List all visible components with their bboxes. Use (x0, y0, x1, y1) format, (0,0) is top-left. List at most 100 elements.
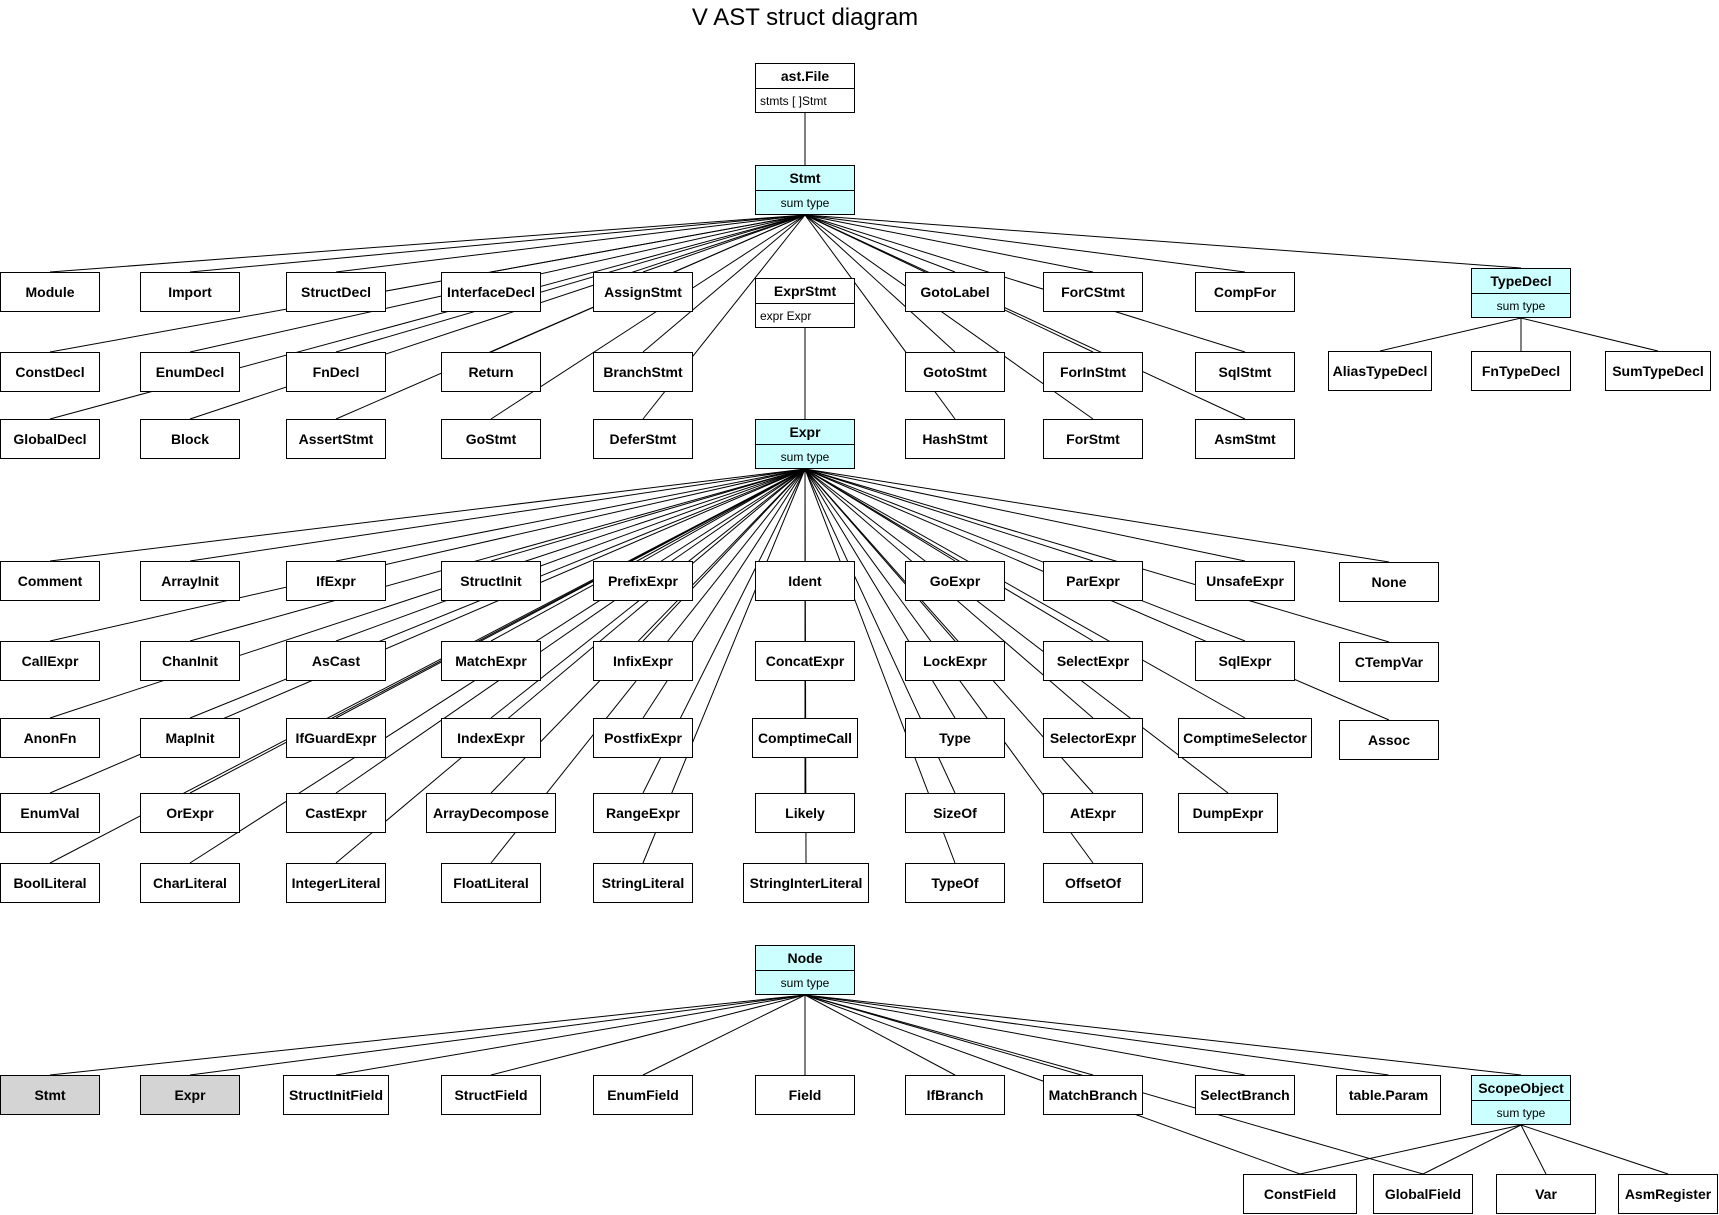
node-anonFn[interactable]: AnonFn (0, 718, 100, 758)
node-tableParam[interactable]: table.Param (1336, 1075, 1441, 1115)
node-ifExpr[interactable]: IfExpr (286, 561, 386, 601)
node-structInitField[interactable]: StructInitField (283, 1075, 389, 1115)
node-boolLiteral[interactable]: BoolLiteral (0, 863, 100, 903)
node-forInStmt[interactable]: ForInStmt (1043, 352, 1143, 392)
node-assoc[interactable]: Assoc (1339, 720, 1439, 760)
node-asCast[interactable]: AsCast (286, 641, 386, 681)
node-none[interactable]: None (1339, 562, 1439, 602)
node-selectExpr[interactable]: SelectExpr (1043, 641, 1143, 681)
node-assertStmt[interactable]: AssertStmt (286, 419, 386, 459)
node-likely[interactable]: Likely (755, 793, 855, 833)
edge-scopeObject-to-globalField (1422, 1124, 1522, 1175)
node-parExpr[interactable]: ParExpr (1043, 561, 1143, 601)
node-typeOf[interactable]: TypeOf (905, 863, 1005, 903)
node-sqlStmt[interactable]: SqlStmt (1195, 352, 1295, 392)
node-globalField[interactable]: GlobalField (1373, 1174, 1473, 1214)
node-rangeExpr[interactable]: RangeExpr (593, 793, 693, 833)
node-unsafeExpr[interactable]: UnsafeExpr (1195, 561, 1295, 601)
node-nStmt[interactable]: Stmt (0, 1075, 100, 1115)
node-structDecl[interactable]: StructDecl (286, 272, 386, 312)
node-nExpr[interactable]: Expr (140, 1075, 240, 1115)
edge-node-to-tableParam (804, 994, 1389, 1076)
node-postfixExpr[interactable]: PostfixExpr (593, 718, 693, 758)
node-module[interactable]: Module (0, 272, 100, 312)
node-dumpExpr[interactable]: DumpExpr (1178, 793, 1278, 833)
node-comment[interactable]: Comment (0, 561, 100, 601)
node-comptimeCall[interactable]: ComptimeCall (752, 718, 858, 758)
node-globalDecl[interactable]: GlobalDecl (0, 419, 100, 459)
node-var[interactable]: Var (1496, 1174, 1596, 1214)
node-ifBranch[interactable]: IfBranch (905, 1075, 1005, 1115)
node-ifGuardExpr[interactable]: IfGuardExpr (286, 718, 386, 758)
node-forStmt[interactable]: ForStmt (1043, 419, 1143, 459)
node-assignStmt[interactable]: AssignStmt (593, 272, 693, 312)
node-type[interactable]: Type (905, 718, 1005, 758)
node-matchBranch[interactable]: MatchBranch (1043, 1075, 1143, 1115)
node-gotoLabel[interactable]: GotoLabel (905, 272, 1005, 312)
node-arrayDecompose[interactable]: ArrayDecompose (426, 793, 556, 833)
node-enumVal[interactable]: EnumVal (0, 793, 100, 833)
node-atExpr[interactable]: AtExpr (1043, 793, 1143, 833)
node-goStmt[interactable]: GoStmt (441, 419, 541, 459)
node-import[interactable]: Import (140, 272, 240, 312)
node-aliasTypeDecl[interactable]: AliasTypeDecl (1328, 351, 1432, 391)
node-selectBranch[interactable]: SelectBranch (1195, 1075, 1295, 1115)
node-name: AsCast (311, 653, 361, 669)
node-interfaceDecl[interactable]: InterfaceDecl (441, 272, 541, 312)
node-indexExpr[interactable]: IndexExpr (441, 718, 541, 758)
node-structField[interactable]: StructField (441, 1075, 541, 1115)
node-structInit[interactable]: StructInit (441, 561, 541, 601)
node-fnDecl[interactable]: FnDecl (286, 352, 386, 392)
node-callExpr[interactable]: CallExpr (0, 641, 100, 681)
node-mapInit[interactable]: MapInit (140, 718, 240, 758)
node-forCStmt[interactable]: ForCStmt (1043, 272, 1143, 312)
node-sqlExpr[interactable]: SqlExpr (1195, 641, 1295, 681)
node-asmStmt[interactable]: AsmStmt (1195, 419, 1295, 459)
edge-node-to-scopeObject (804, 994, 1522, 1076)
node-deferStmt[interactable]: DeferStmt (593, 419, 693, 459)
node-sizeOf[interactable]: SizeOf (905, 793, 1005, 833)
node-orExpr[interactable]: OrExpr (140, 793, 240, 833)
node-enumField[interactable]: EnumField (593, 1075, 693, 1115)
node-chanInit[interactable]: ChanInit (140, 641, 240, 681)
node-hashStmt[interactable]: HashStmt (905, 419, 1005, 459)
node-concatExpr[interactable]: ConcatExpr (755, 641, 855, 681)
node-floatLiteral[interactable]: FloatLiteral (441, 863, 541, 903)
node-arrayInit[interactable]: ArrayInit (140, 561, 240, 601)
node-field[interactable]: Field (755, 1075, 855, 1115)
node-constField[interactable]: ConstField (1243, 1174, 1357, 1214)
node-goExpr[interactable]: GoExpr (905, 561, 1005, 601)
node-offsetOf[interactable]: OffsetOf (1043, 863, 1143, 903)
node-infixExpr[interactable]: InfixExpr (593, 641, 693, 681)
node-asmRegister[interactable]: AsmRegister (1618, 1174, 1718, 1214)
node-stringLiteral[interactable]: StringLiteral (593, 863, 693, 903)
node-return[interactable]: Return (441, 352, 541, 392)
node-matchExpr[interactable]: MatchExpr (441, 641, 541, 681)
node-integerLiteral[interactable]: IntegerLiteral (286, 863, 386, 903)
node-stringInterLiteral[interactable]: StringInterLiteral (743, 863, 869, 903)
node-castExpr[interactable]: CastExpr (286, 793, 386, 833)
node-comptimeSelector[interactable]: ComptimeSelector (1178, 718, 1312, 758)
node-fnTypeDecl[interactable]: FnTypeDecl (1471, 351, 1571, 391)
node-branchStmt[interactable]: BranchStmt (593, 352, 693, 392)
node-compFor[interactable]: CompFor (1195, 272, 1295, 312)
edge-stmt-to-structDecl (335, 214, 806, 273)
node-charLiteral[interactable]: CharLiteral (140, 863, 240, 903)
node-sumTypeDecl[interactable]: SumTypeDecl (1605, 351, 1711, 391)
node-selectorExpr[interactable]: SelectorExpr (1043, 718, 1143, 758)
node-enumDecl[interactable]: EnumDecl (140, 352, 240, 392)
node-ident[interactable]: Ident (755, 561, 855, 601)
node-constDecl[interactable]: ConstDecl (0, 352, 100, 392)
node-gotoStmt[interactable]: GotoStmt (905, 352, 1005, 392)
node-block[interactable]: Block (140, 419, 240, 459)
node-lockExpr[interactable]: LockExpr (905, 641, 1005, 681)
node-cTempVar[interactable]: CTempVar (1339, 642, 1439, 682)
node-prefixExpr[interactable]: PrefixExpr (593, 561, 693, 601)
